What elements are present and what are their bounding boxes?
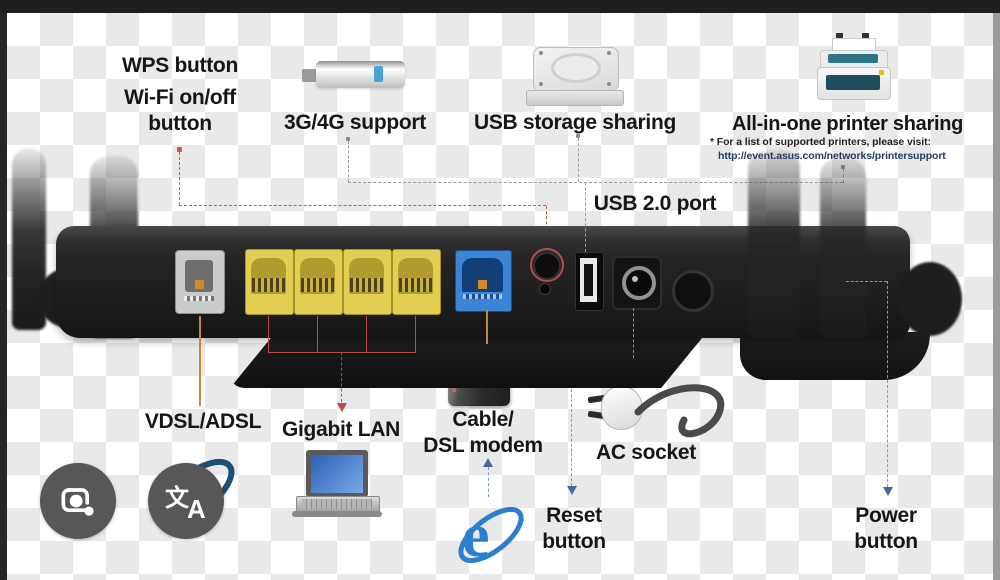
lan3-line bbox=[366, 316, 367, 352]
wps-callout-line-h bbox=[179, 205, 546, 206]
viewer-left-border bbox=[0, 13, 7, 580]
ac-cord bbox=[634, 384, 725, 438]
gigabit-arrow bbox=[337, 403, 347, 412]
translate-icon: 文 A bbox=[165, 485, 206, 524]
hdd-callout-line bbox=[578, 138, 579, 182]
vdsl-callout-line bbox=[199, 316, 201, 406]
usb-callout-line-h bbox=[348, 182, 843, 183]
label-vdsl-adsl: VDSL/ADSL bbox=[144, 410, 262, 433]
power-callout-line-h bbox=[846, 281, 887, 282]
power-callout-line-v bbox=[887, 281, 888, 487]
antenna-right-joint bbox=[898, 262, 962, 336]
label-usb2-port: USB 2.0 port bbox=[593, 192, 717, 215]
viewer-top-bar bbox=[0, 0, 1000, 13]
wan-callout-line bbox=[486, 310, 488, 344]
wps-callout-dot bbox=[177, 147, 182, 152]
label-wifi-onoff-button: Wi-Fi on/off button bbox=[124, 86, 236, 135]
reset-arrow bbox=[567, 486, 577, 495]
hdd-callout-dot bbox=[576, 134, 580, 138]
usb-callout-line-v bbox=[585, 182, 586, 252]
power-arrow bbox=[883, 487, 893, 496]
lan-join-line bbox=[268, 352, 416, 353]
reset-callout-line bbox=[571, 340, 572, 486]
reset-pinhole bbox=[539, 283, 551, 295]
label-gigabit-lan: Gigabit LAN bbox=[281, 418, 401, 441]
g34-callout-dot bbox=[346, 137, 350, 141]
antenna-right-1 bbox=[748, 150, 800, 338]
viewer-right-border bbox=[993, 13, 1000, 580]
internet-explorer-icon: e bbox=[458, 502, 524, 570]
lan1-line bbox=[268, 316, 269, 352]
modem-callout-line bbox=[488, 467, 489, 497]
camera-icon bbox=[61, 488, 94, 516]
label-reset-button: Reset button bbox=[542, 504, 606, 553]
modem-arrow-up bbox=[483, 458, 493, 467]
lan4-line bbox=[415, 316, 416, 352]
label-usb-storage-sharing: USB storage sharing bbox=[473, 111, 676, 134]
wps-highlight-ring bbox=[530, 248, 564, 282]
lan-center-line bbox=[341, 352, 342, 402]
power-hardware-button bbox=[672, 270, 714, 312]
translate-button[interactable]: 文 A bbox=[148, 463, 224, 539]
label-wps-button: WPS button bbox=[122, 54, 238, 77]
router-base bbox=[230, 334, 706, 388]
label-power-button: Power button bbox=[854, 504, 918, 553]
router-base-right bbox=[740, 332, 930, 380]
label-cable-dsl-modem: Cable/ DSL modem bbox=[423, 408, 543, 457]
label-3g4g-support: 3G/4G support bbox=[284, 111, 426, 134]
g34-callout-line bbox=[348, 141, 349, 182]
printer-note: * For a list of supported printers, plea… bbox=[710, 136, 931, 148]
antenna-right-2 bbox=[820, 158, 866, 338]
lan2-line bbox=[317, 316, 318, 352]
label-ac-socket: AC socket bbox=[595, 441, 696, 464]
lens-camera-button[interactable] bbox=[40, 463, 116, 539]
wps-callout-line-v1 bbox=[179, 152, 180, 205]
ac-callout-line bbox=[633, 308, 634, 358]
label-printer-sharing: All-in-one printer sharing bbox=[731, 113, 964, 135]
